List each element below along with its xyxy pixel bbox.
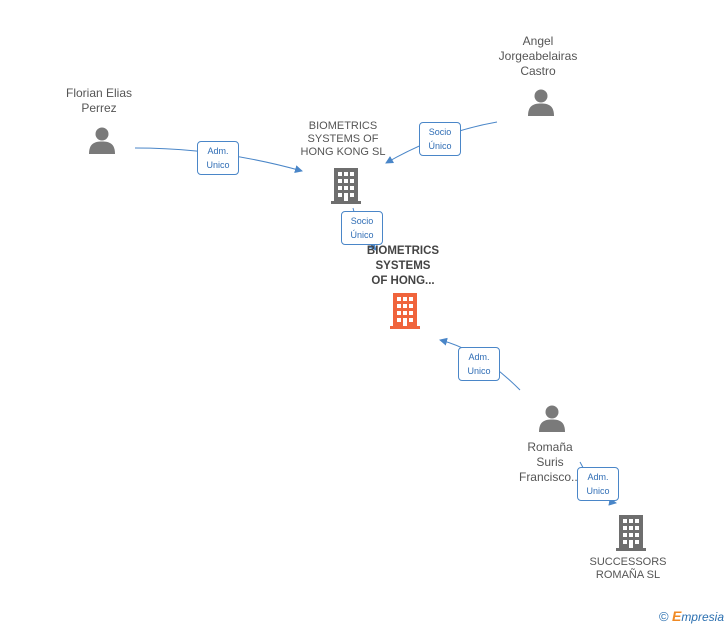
edge-label-line2: Unico (206, 160, 230, 170)
edge-label-line2: Único (350, 230, 374, 240)
node-successors-romana[interactable]: SUCCESSORS ROMAÑA SL (589, 556, 667, 581)
node-biometrics-systems-hk[interactable]: BIOMETRICS SYSTEMS OF HONG KONG SL (300, 120, 386, 158)
edge-label-line2: Unico (467, 366, 491, 376)
edge-label-line1: Adm. (207, 146, 229, 156)
building-icon (616, 515, 646, 551)
brand-initial: E (671, 608, 682, 624)
edge-label-line1: Adm. (587, 472, 609, 482)
node-angel-jorgeabelairas-castro[interactable]: Angel Jorgeabelairas Castro (498, 34, 578, 78)
building-icon-main (390, 293, 420, 329)
copyright-symbol: © (659, 609, 669, 624)
node-biometrics-main[interactable]: BIOMETRICS SYSTEMS OF HONG... (366, 245, 440, 287)
edge-label-socio-unico[interactable]: Socio Único (419, 122, 461, 156)
edge-label-socio-unico[interactable]: Socio Único (341, 211, 383, 245)
edge-label-line2: Único (428, 141, 452, 151)
person-icon (89, 127, 115, 154)
brand-name: mpresia (681, 610, 724, 624)
edge-label-line2: Unico (586, 486, 610, 496)
edge-label-line1: Socio (350, 216, 374, 226)
person-icon (539, 405, 565, 432)
building-icon (331, 168, 361, 204)
person-icon (528, 89, 554, 116)
edge-label-adm-unico[interactable]: Adm. Unico (577, 467, 619, 501)
edge-label-adm-unico[interactable]: Adm. Unico (197, 141, 239, 175)
node-romana-suris-francisco[interactable]: Romaña Suris Francisco... (518, 440, 581, 484)
edge-label-line1: Socio (428, 127, 452, 137)
edge-label-line1: Adm. (468, 352, 490, 362)
empresia-logo: © Empresia (659, 608, 724, 624)
node-florian-elias-perrez[interactable]: Florian Elias Perrez (65, 86, 133, 115)
edge-label-adm-unico[interactable]: Adm. Unico (458, 347, 500, 381)
